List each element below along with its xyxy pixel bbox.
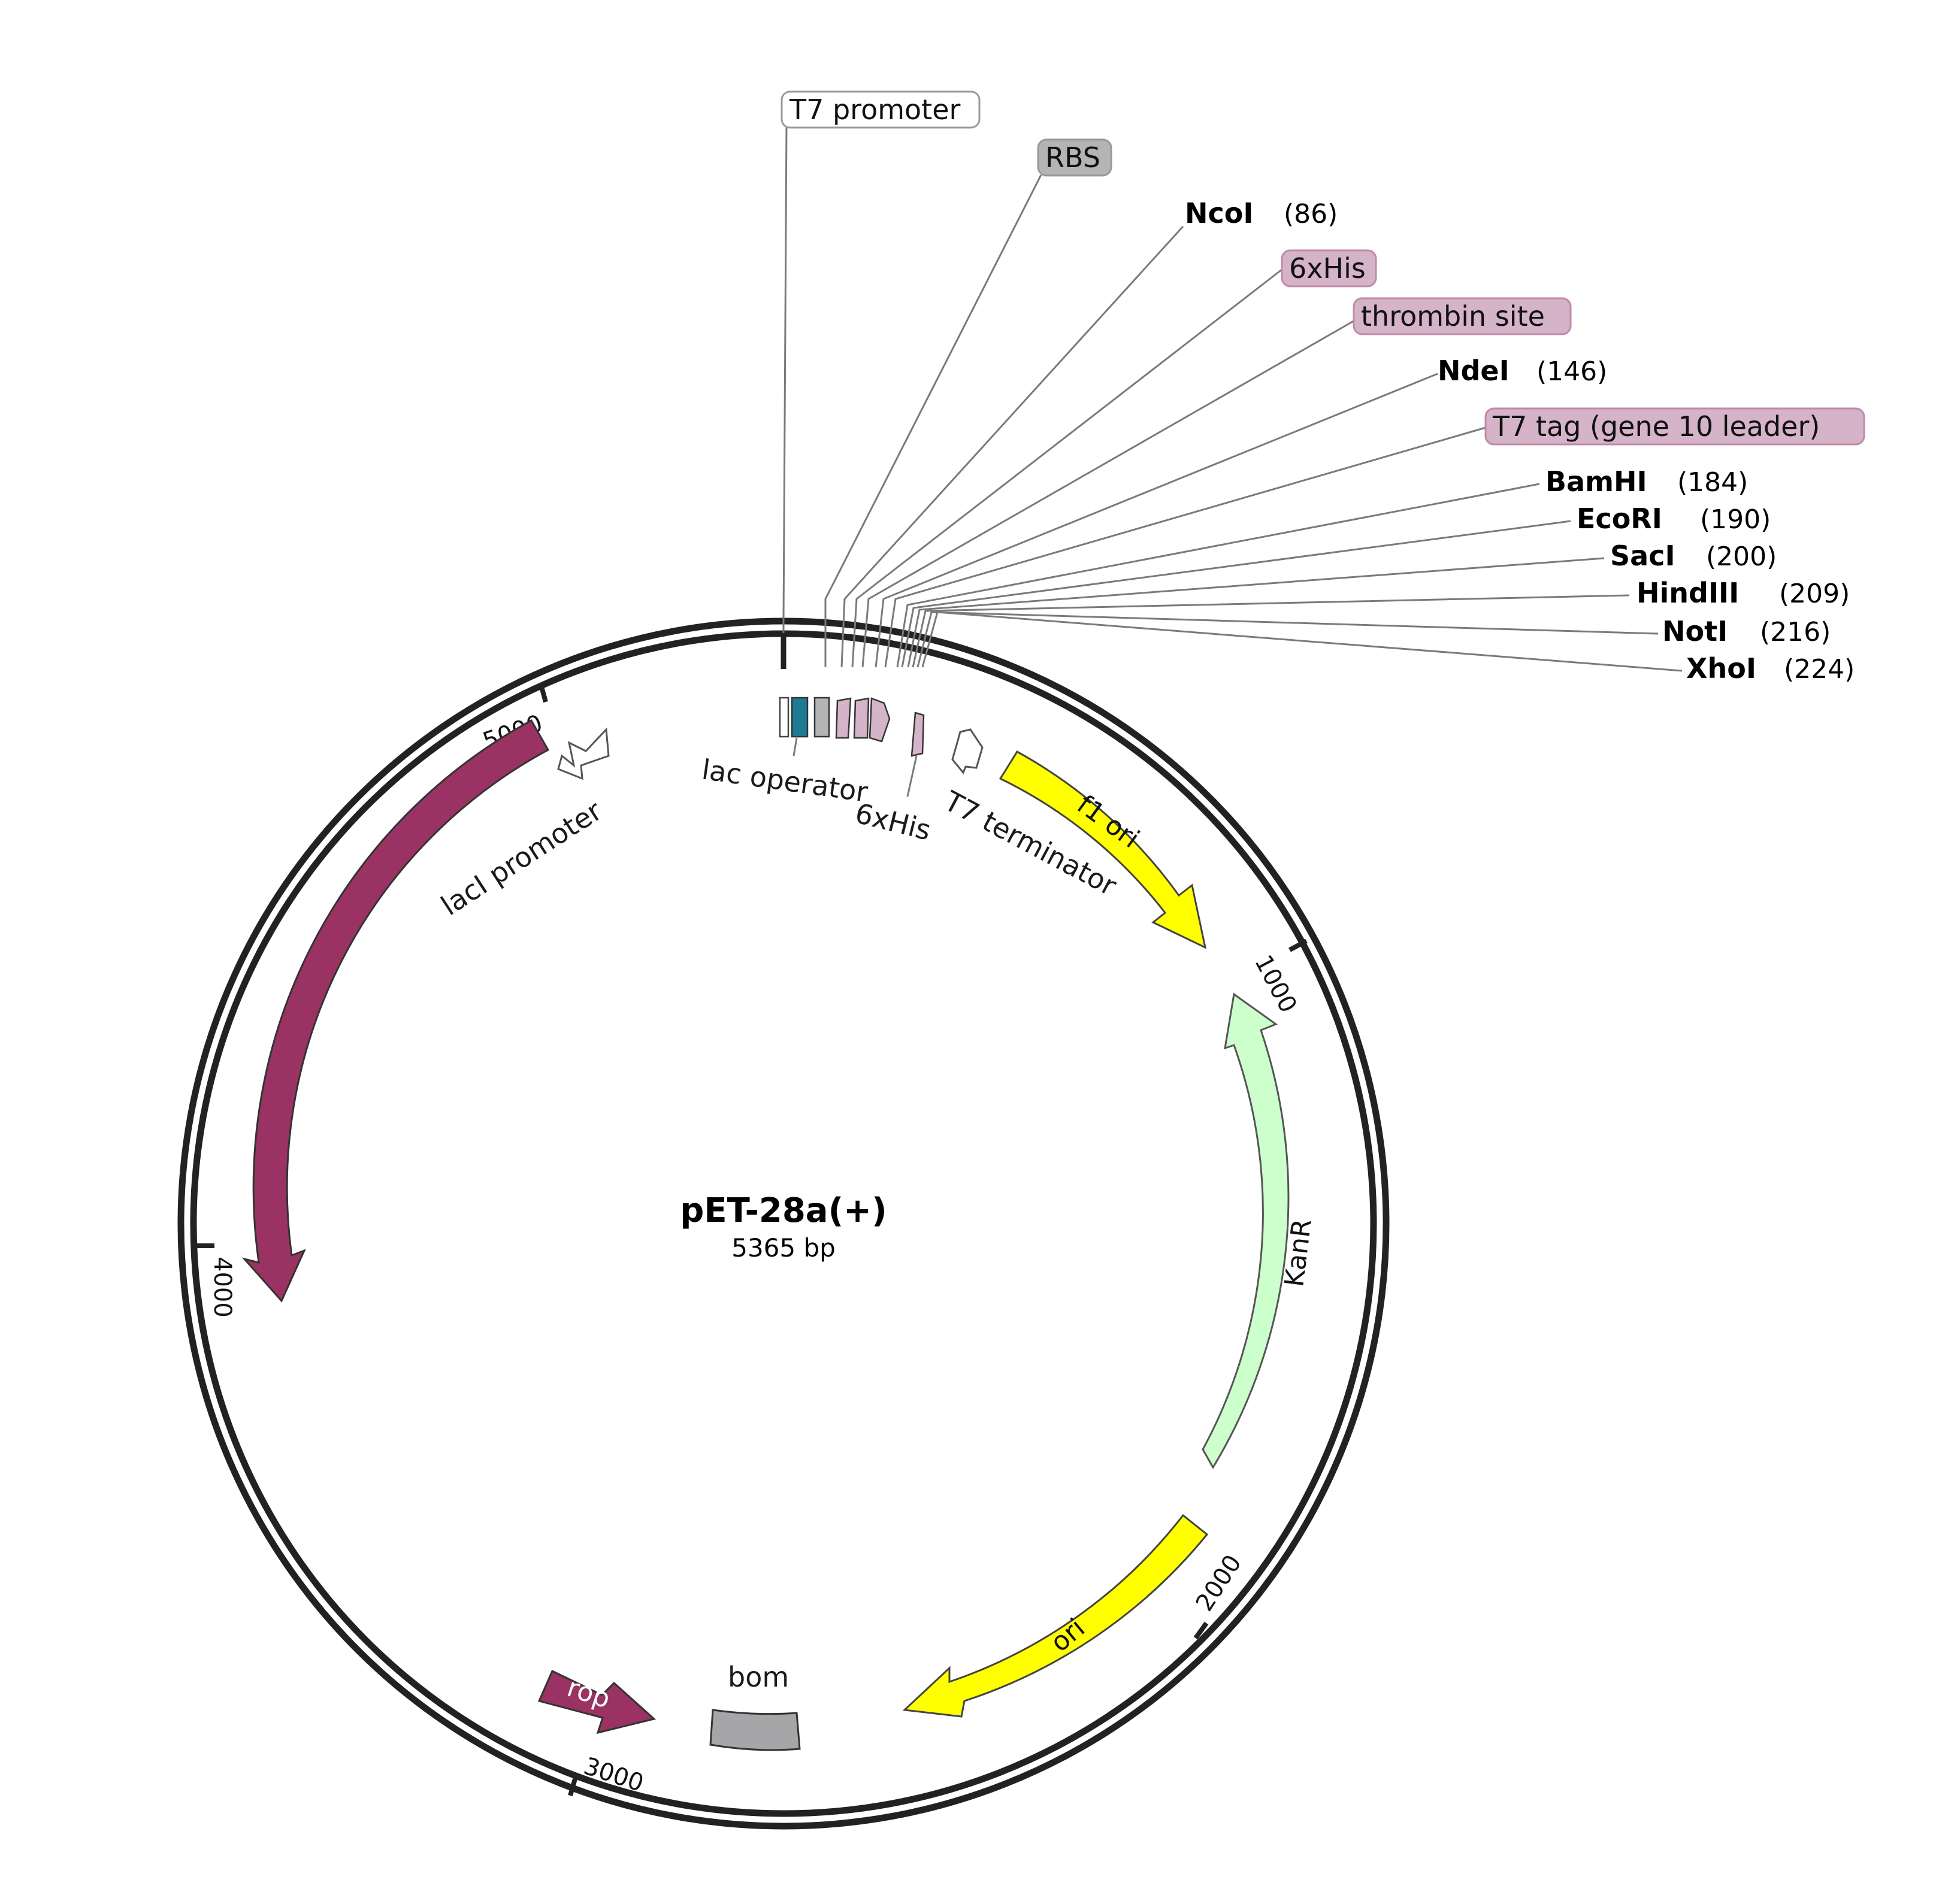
t7-terminator-arrow [951,728,984,774]
leader-lines [782,110,1683,672]
site-name: NdeI [1438,355,1510,387]
site-ncoi: NcoI (86) [1185,197,1338,229]
tick-label-2000: 2000 [1191,1550,1247,1616]
site-bamhi: BamHI (184) [1545,465,1748,498]
rop-arrow [537,1669,657,1735]
callout-t7-promoter: T7 promoter [781,90,981,129]
tick-4000: 4000 [196,1243,236,1318]
callout-t7-tag: T7 tag (gene 10 leader) [1484,407,1865,446]
site-name: NotI [1662,615,1728,647]
site-position: (146) [1536,356,1607,387]
ori-arrow [902,1513,1209,1718]
site-name: SacI [1610,540,1675,572]
site-ecori: EcoRI (190) [1577,503,1771,535]
site-position: (224) [1784,654,1855,685]
lac-operator-label: lac operator [700,753,870,808]
callout-his: 6xHis [1281,249,1377,287]
f1-ori-arrow [999,750,1207,949]
tick-label-4000: 4000 [208,1257,236,1318]
callout-t7-promoter-text: T7 promoter [789,93,961,126]
his-inner-label: 6xHis [852,797,934,846]
his-tag-arrow-b [910,712,925,757]
lacI-promoter-label: lacI promoter [435,794,608,922]
t7-tag-arrow [869,697,891,743]
lacI-arrow [241,719,550,1303]
callout-rbs: RBS [1037,138,1112,177]
callout-rbs-text: RBS [1045,141,1100,174]
site-position: (184) [1677,467,1748,498]
callout-thrombin: thrombin site [1353,297,1572,335]
site-name: EcoRI [1577,503,1662,535]
his-inner-leader [906,755,918,797]
callout-his-text: 6xHis [1289,252,1366,284]
site-name: XhoI [1686,652,1756,685]
site-name: BamHI [1545,465,1647,498]
lac-operator-leader [792,737,798,756]
t7-promoter-box [779,697,789,738]
lac-operator-box [791,697,809,738]
site-saci: SacI (200) [1610,540,1777,572]
callout-t7-tag-text: T7 tag (gene 10 leader) [1492,410,1820,443]
KanR-arrow [1202,992,1290,1469]
lacI-promoter-arrow [557,727,610,780]
site-xhoi: XhoI (224) [1686,652,1855,685]
bom-box [709,1709,801,1751]
callout-thrombin-text: thrombin site [1361,300,1545,332]
site-ndei: NdeI (146) [1438,355,1607,387]
tick-1000: 1000 [1249,939,1308,1018]
site-position: (86) [1284,199,1338,229]
site-name: NcoI [1185,197,1253,229]
site-position: (216) [1760,617,1831,647]
site-position: (200) [1706,541,1777,572]
site-noti: NotI (216) [1662,615,1831,647]
site-hindiii: HindIII (209) [1636,577,1850,609]
plasmid-name: pET-28a(+) [680,1191,887,1230]
site-position: (190) [1700,504,1771,535]
site-position: (209) [1779,579,1850,609]
tick-label-1000: 1000 [1249,951,1302,1017]
site-name: HindIII [1636,577,1739,609]
bom-label: bom [728,1661,789,1693]
his-tag-arrow-a [835,697,852,739]
thrombin-site-arrow [853,697,870,739]
plasmid-length: 5365 bp [731,1233,836,1263]
rbs-box [813,697,830,738]
